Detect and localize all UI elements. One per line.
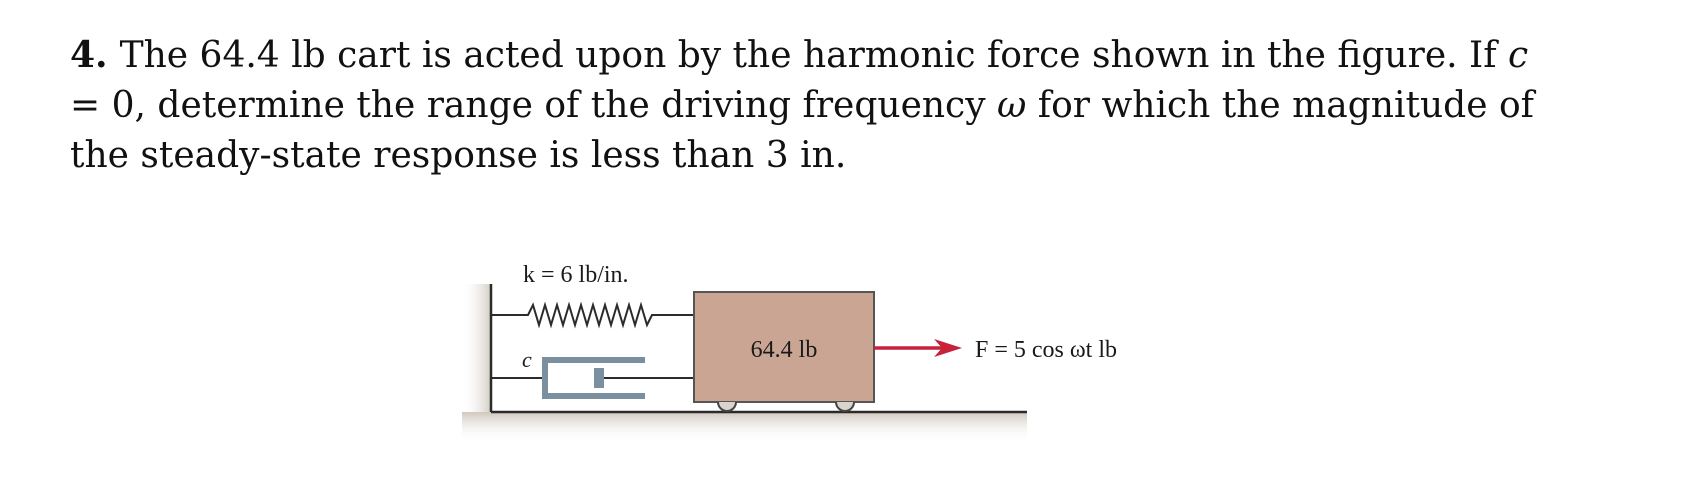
wall-shading	[462, 284, 492, 412]
cart-weight-label: 64.4 lb	[751, 337, 818, 363]
problem-text-1: The 64.4 lb cart is acted upon by the ha…	[119, 35, 1509, 76]
spring-constant-label: k = 6 lb/in.	[523, 262, 629, 288]
cart-wheels	[717, 401, 855, 412]
problem-text-3: for which the magnitude of the steady-st…	[70, 85, 1534, 176]
cart	[693, 291, 875, 403]
damper	[491, 357, 694, 399]
problem-statement: 4. The 64.4 lb cart is acted upon by the …	[70, 30, 1560, 181]
force-label: F = 5 cos ωt lb	[975, 337, 1117, 363]
problem-number: 4.	[70, 34, 108, 76]
force-arrow	[874, 339, 962, 357]
damper-label: c	[522, 347, 532, 372]
damping-variable: c	[1508, 35, 1529, 76]
floor-shading	[462, 412, 1027, 442]
spring	[491, 301, 694, 329]
omega-variable: ω	[997, 85, 1027, 126]
problem-text-2: = 0, determine the range of the driving …	[70, 85, 997, 126]
